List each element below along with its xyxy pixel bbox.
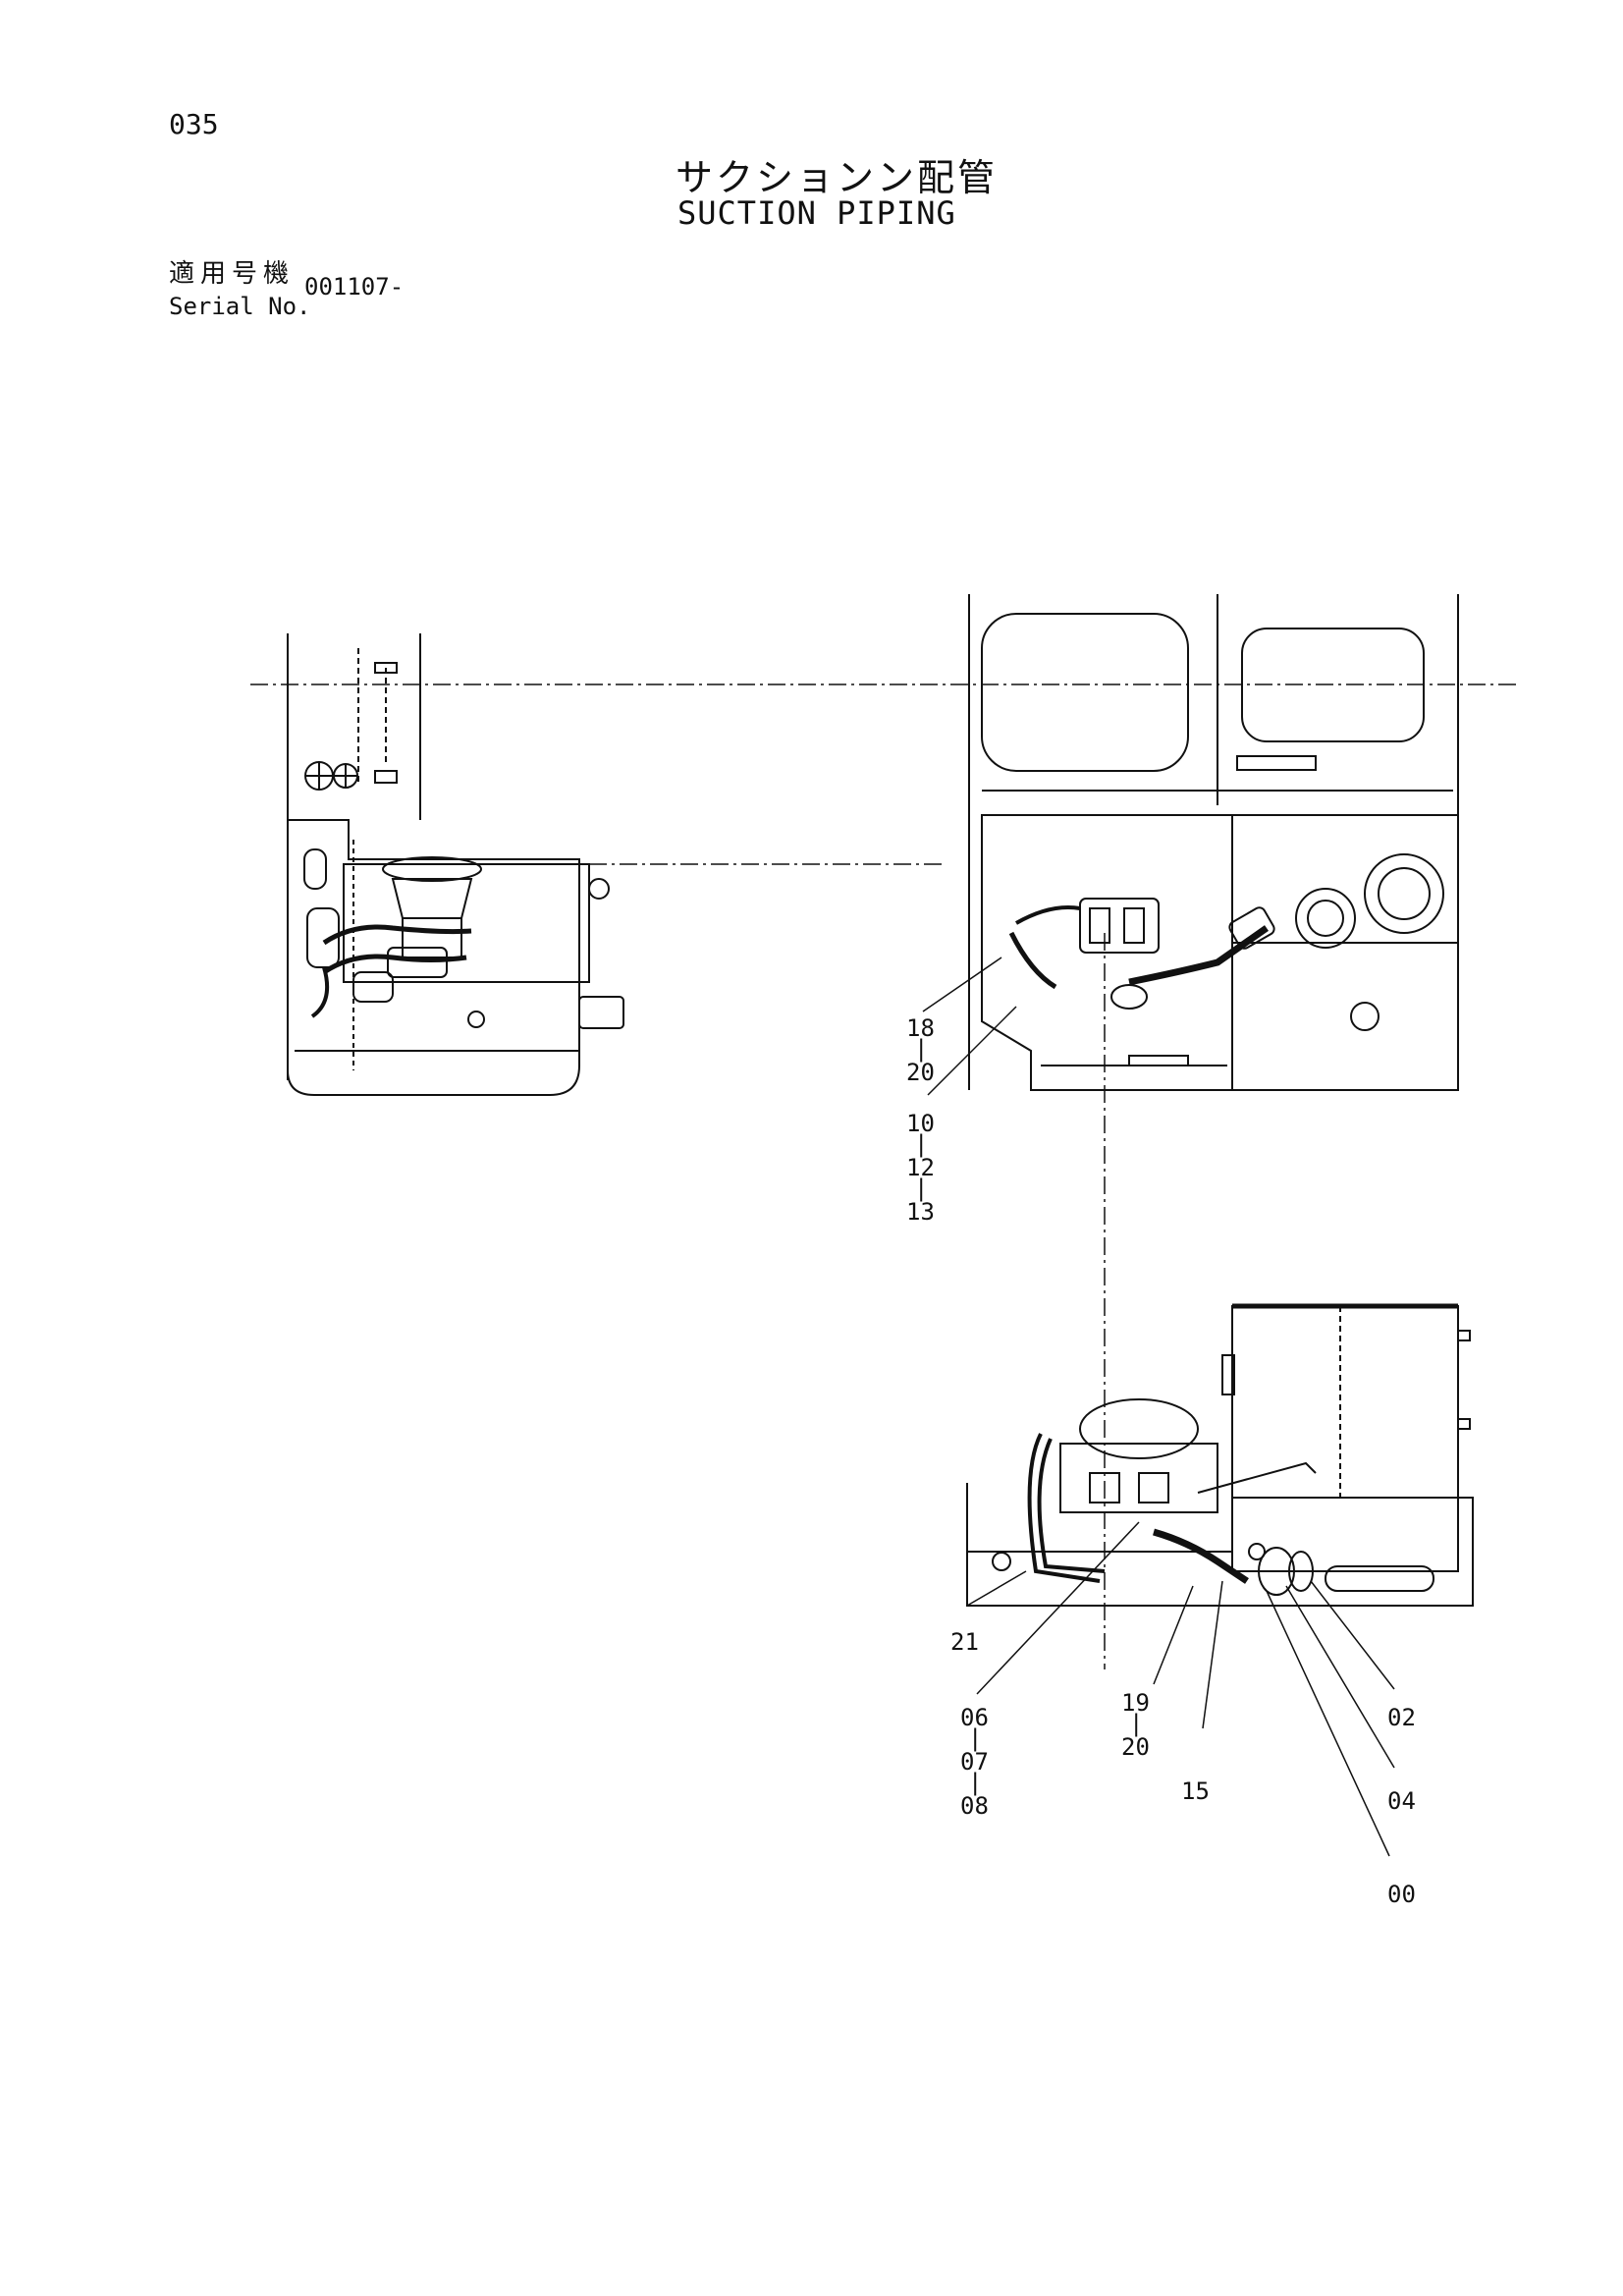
callout-labels: 18 | 20 10 | 12 | 13 21 06 | 07 | 08 19 … xyxy=(906,1014,1416,1908)
callout-00: 00 xyxy=(1387,1881,1416,1908)
serial-number-value: 001107- xyxy=(304,273,405,301)
callout-dash: | xyxy=(1129,1710,1143,1737)
serial-label-japanese: 適用号機 xyxy=(169,259,296,289)
callout-dash: | xyxy=(914,1130,928,1158)
callout-19: 19 xyxy=(1121,1689,1150,1717)
callout-dash: | xyxy=(914,1035,928,1063)
callout-10: 10 xyxy=(906,1110,935,1137)
right-bottom-view xyxy=(966,1303,1474,1607)
callout-18: 18 xyxy=(906,1014,935,1042)
callout-02: 02 xyxy=(1387,1704,1416,1731)
callout-07: 07 xyxy=(960,1748,989,1776)
center-lines xyxy=(250,683,1517,1669)
callout-dash: | xyxy=(968,1769,982,1796)
leader-lines xyxy=(922,957,1395,1857)
left-side-view xyxy=(287,633,624,1096)
callout-dash: | xyxy=(968,1724,982,1752)
callout-12: 12 xyxy=(906,1154,935,1181)
page-number: 035 xyxy=(169,108,219,140)
callout-06: 06 xyxy=(960,1704,989,1731)
title-japanese: サクションン配管 xyxy=(676,156,999,199)
callout-20: 20 xyxy=(906,1059,935,1086)
callout-15: 15 xyxy=(1181,1777,1210,1805)
callout-dash: | xyxy=(914,1175,928,1202)
serial-label-english: Serial No. xyxy=(169,293,311,320)
title-english: SUCTION PIPING xyxy=(677,194,956,232)
callout-04: 04 xyxy=(1387,1787,1416,1815)
callout-20: 20 xyxy=(1121,1733,1150,1761)
right-top-view xyxy=(968,594,1459,1091)
callout-21: 21 xyxy=(950,1628,979,1656)
callout-08: 08 xyxy=(960,1792,989,1820)
callout-13: 13 xyxy=(906,1198,935,1226)
